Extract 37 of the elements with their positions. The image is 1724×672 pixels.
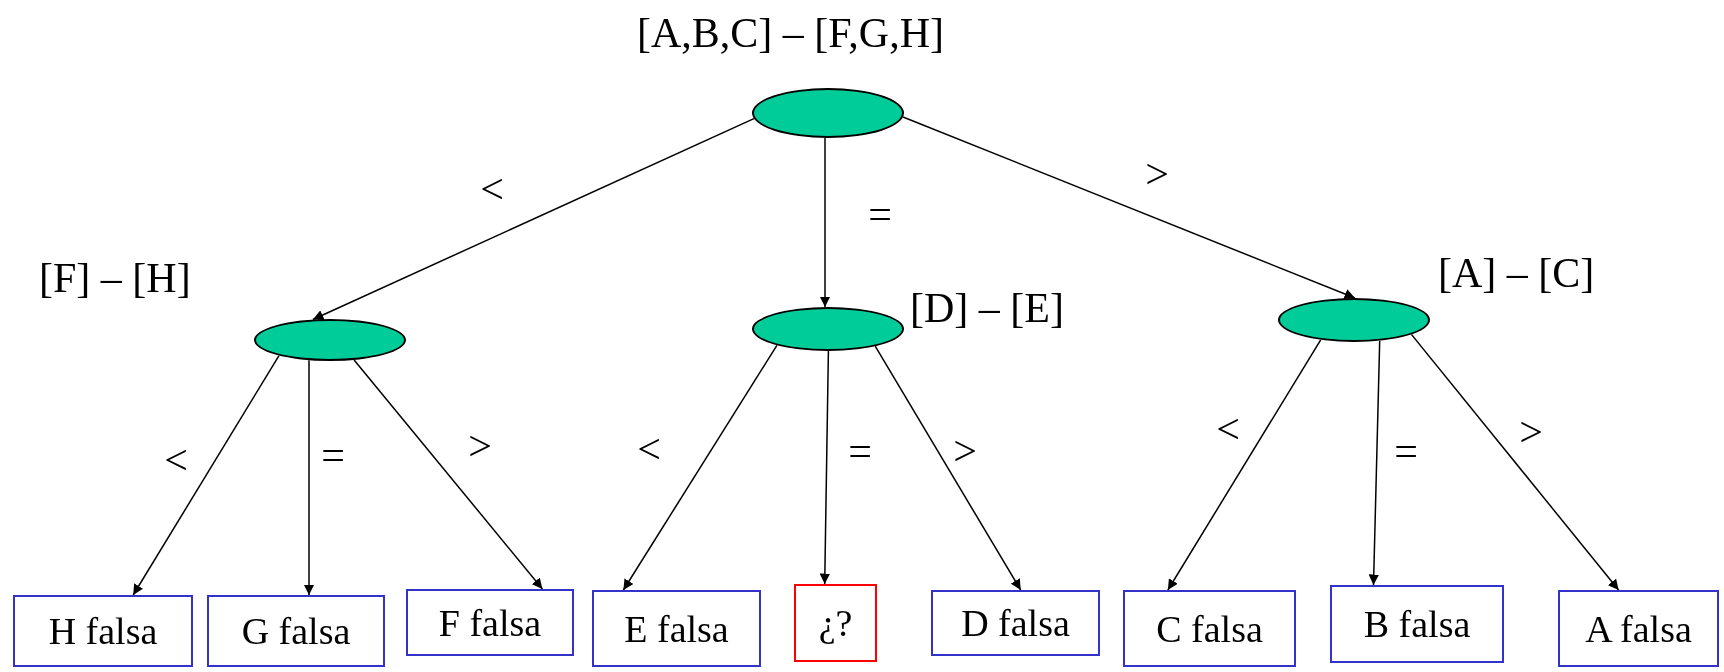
edge-label: > <box>1145 153 1169 195</box>
comparison-heading: [A,B,C] – [F,G,H] <box>637 12 944 54</box>
arrow <box>819 137 831 308</box>
arrow <box>303 359 315 596</box>
arrow <box>1167 339 1322 591</box>
edge-label: < <box>480 168 504 210</box>
edge-label: = <box>321 434 345 476</box>
arrow <box>819 350 831 585</box>
outcome-box: E falsa <box>592 590 761 667</box>
arrow <box>874 345 1022 591</box>
edge-label: > <box>1519 411 1543 453</box>
edge-label: = <box>848 430 872 472</box>
outcome-box: ¿? <box>794 584 877 662</box>
edge-label: > <box>468 425 492 467</box>
arrow <box>1368 339 1381 586</box>
comparison-heading: [D] – [E] <box>910 287 1064 329</box>
edge-label: < <box>164 439 188 481</box>
edge-label: > <box>953 430 977 472</box>
edge-label: < <box>637 428 661 470</box>
comparison-heading: [F] – [H] <box>39 257 191 299</box>
comparison-heading: [A] – [C] <box>1438 252 1595 294</box>
arrow <box>1410 333 1620 591</box>
outcome-box: B falsa <box>1330 585 1504 663</box>
arrow <box>622 344 778 591</box>
arrow <box>902 116 1356 299</box>
outcome-box: A falsa <box>1558 590 1719 667</box>
outcome-box: D falsa <box>931 590 1100 656</box>
outcome-box: F falsa <box>406 589 574 656</box>
edge-label: = <box>1394 430 1418 472</box>
edge-label: = <box>868 193 892 235</box>
outcome-box: G falsa <box>207 595 385 667</box>
outcome-box: C falsa <box>1123 590 1296 667</box>
outcome-box: H falsa <box>13 595 193 667</box>
arrow <box>132 354 280 596</box>
arrow <box>353 359 544 590</box>
edge-label: < <box>1216 408 1240 450</box>
arrow <box>312 117 755 321</box>
